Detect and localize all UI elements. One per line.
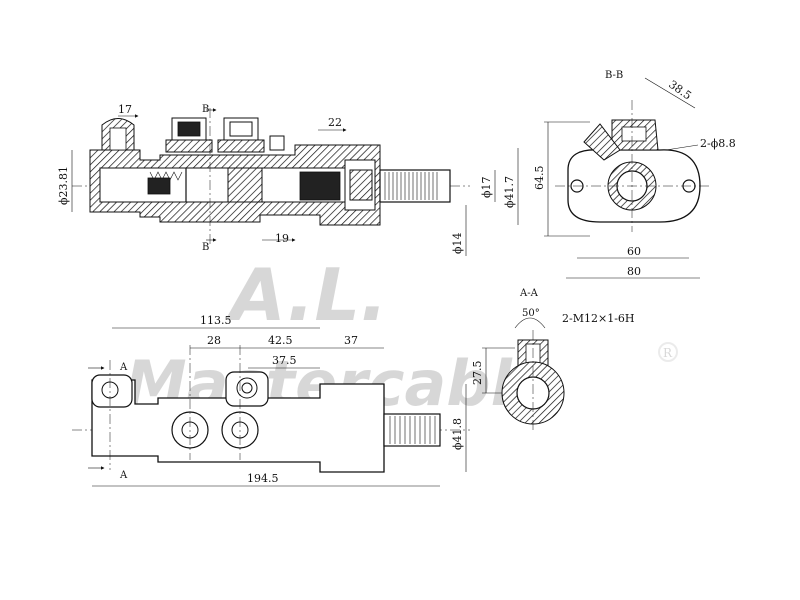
top-boss-right-hole-inner: [241, 382, 253, 394]
dim-37-5: 37.5: [272, 354, 297, 367]
dim-27-5: 27.5: [471, 361, 484, 386]
detail-view-aa: A-A 50° 2-M12×1-6H 27.5: [471, 288, 635, 430]
dim-113-5: 113.5: [200, 314, 232, 327]
thread-label: 2-M12×1-6H: [562, 312, 635, 325]
dim-80: 80: [627, 265, 641, 278]
angle-label: 50°: [522, 308, 540, 319]
watermark-brand-top: A.L.: [225, 253, 388, 337]
dim-d41-7: ϕ41.7: [503, 176, 516, 208]
reservoir-port-left: [109, 127, 127, 151]
dim-22: 22: [328, 116, 342, 129]
dim-d14: ϕ14: [451, 233, 464, 255]
fitting-2: [217, 117, 265, 153]
watermark-registered: R: [663, 346, 673, 360]
section-mark-a-top: A: [119, 362, 128, 373]
view-title-aa: A-A: [519, 288, 539, 299]
leader-holes: [665, 144, 699, 151]
dim-d23-81: ϕ23.81: [57, 166, 70, 205]
registered-mark-icon: [658, 342, 678, 362]
section-view: 17 22 19 ϕ23.81 ϕ17 ϕ41.7 ϕ14 B B: [57, 103, 519, 256]
dim-194-5: 194.5: [247, 472, 279, 485]
dim-64-5: 64.5: [533, 166, 546, 191]
dim-37: 37: [344, 334, 358, 347]
dim-holes: 2-ϕ8.8: [700, 137, 736, 150]
top-view: 113.5 28 42.5 37.5 37 194.5 ϕ41.8 A A: [72, 314, 470, 487]
piston-secondary: [299, 159, 376, 211]
view-title-bb: B-B: [605, 70, 623, 81]
section-mark-b-top: B: [202, 104, 209, 115]
push-rod-thread: [384, 172, 438, 200]
top-view-rod: [383, 413, 441, 447]
fitting-1: [165, 117, 213, 153]
bleed-port: [269, 135, 285, 151]
top-port-hole: [621, 126, 647, 142]
dim-28: 28: [207, 334, 221, 347]
end-view-bb: B-B 38.5 2-ϕ8.8 64.5 60 80: [533, 70, 736, 279]
dim-d41-8: ϕ41.8: [451, 418, 464, 450]
push-rod: [379, 169, 451, 203]
dim-line-38-5: [644, 77, 696, 109]
section-mark-a-bottom: A: [119, 470, 128, 481]
dim-d17: ϕ17: [480, 177, 493, 199]
angle-arc: [514, 317, 546, 329]
angled-port: [583, 123, 621, 161]
section-mark-b-bottom: B: [202, 242, 209, 253]
dim-19: 19: [275, 232, 289, 245]
dim-60: 60: [627, 245, 641, 258]
dim-17: 17: [118, 103, 132, 116]
top-view-rod-thread: [389, 416, 436, 444]
spring-primary: [147, 171, 183, 195]
dim-42-5: 42.5: [268, 334, 293, 347]
piston-primary: [185, 167, 263, 203]
